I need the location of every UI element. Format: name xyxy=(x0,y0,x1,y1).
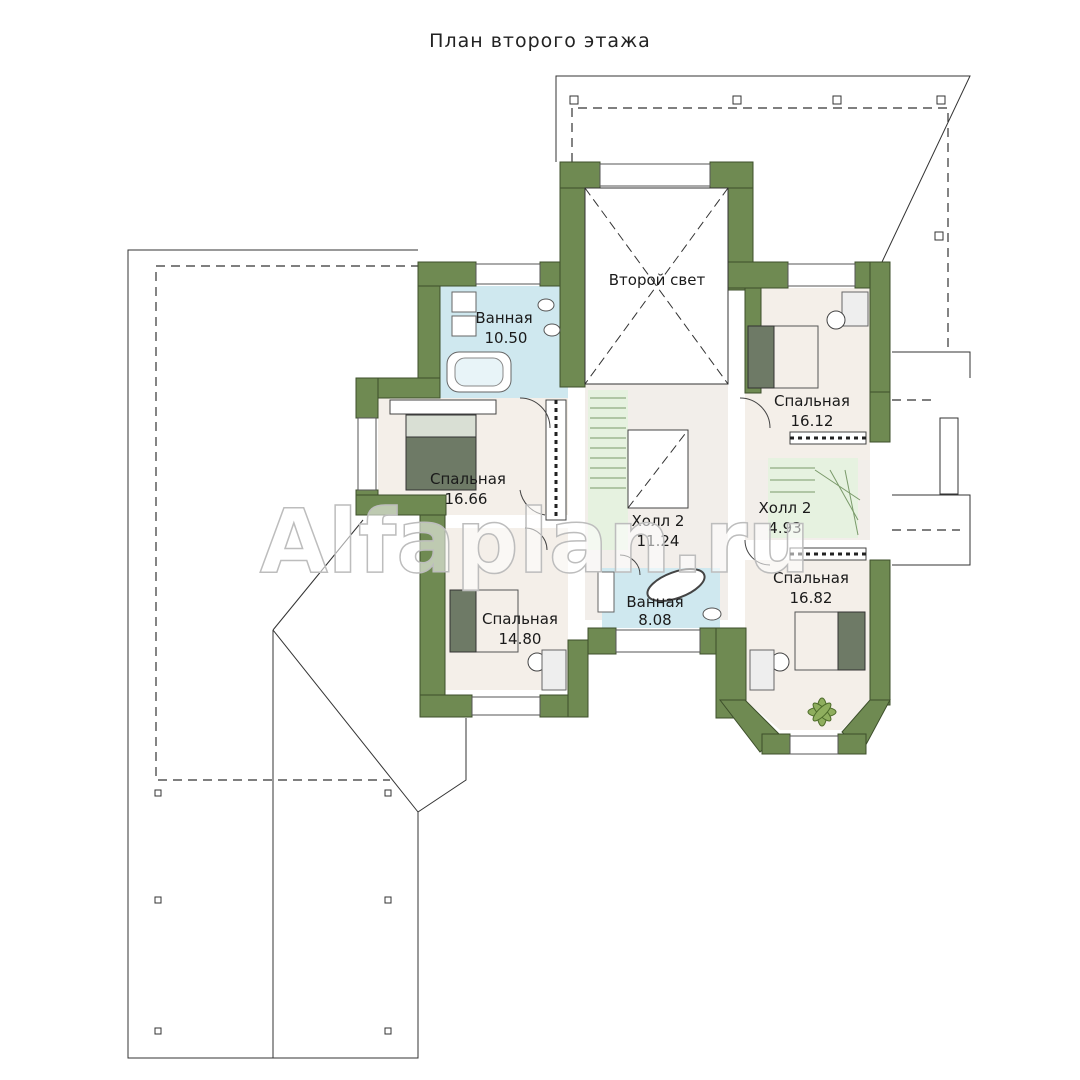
roof-posts xyxy=(154,95,946,1035)
staircase xyxy=(590,397,861,536)
plant-icon xyxy=(807,697,837,727)
room-area: 16.66 xyxy=(445,490,488,508)
room-name: Ванная xyxy=(626,593,683,611)
watermark: Alfaplan.ru xyxy=(260,490,811,593)
room-name: Второй свет xyxy=(609,271,706,289)
roof-outline xyxy=(127,75,971,1059)
room-name: Холл 2 xyxy=(632,512,685,530)
windows xyxy=(357,163,856,755)
room-area: 14.80 xyxy=(499,630,542,648)
room-name: Спальная xyxy=(773,569,849,587)
walls xyxy=(355,161,891,755)
sink-icon xyxy=(451,291,477,313)
room-area: 10.50 xyxy=(485,329,528,347)
room-labels: Второй свет Ванная 10.50 Спальная 16.12 … xyxy=(430,271,850,648)
plan-title: План второго этажа xyxy=(429,30,651,52)
room-area: 4.93 xyxy=(768,519,801,537)
room-name: Спальная xyxy=(482,610,558,628)
room-name: Холл 2 xyxy=(759,499,812,517)
doors xyxy=(519,397,771,576)
room-area: 16.12 xyxy=(791,412,834,430)
room-area: 16.82 xyxy=(790,589,833,607)
room-name: Спальная xyxy=(774,392,850,410)
second-light-void xyxy=(584,187,729,509)
room-name: Спальная xyxy=(430,470,506,488)
toilet-icon xyxy=(537,298,555,312)
room-name: Ванная xyxy=(475,309,532,327)
furniture xyxy=(389,291,869,727)
room-area: 8.08 xyxy=(638,611,671,629)
roof-dashed-line xyxy=(155,107,960,781)
room-area: 11.24 xyxy=(637,532,680,550)
bathtub-icon xyxy=(646,568,706,602)
